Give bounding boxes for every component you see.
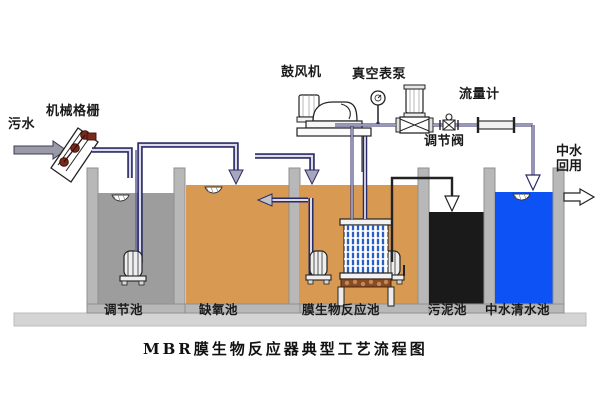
pump-flange-right (428, 117, 434, 133)
diagram-title: MBR膜生物反应器典型工艺流程图 (143, 340, 428, 358)
blower-label: 鼓风机 (281, 65, 322, 80)
outlet-label-line1: 中水 (556, 144, 583, 159)
tank-wall-right-anoxic (288, 167, 301, 314)
tank-sludge-tank (428, 167, 497, 314)
blower-skid (296, 127, 372, 137)
blower-scroll (340, 103, 351, 120)
submersible-pump-mbr-left (305, 250, 332, 285)
recycle-arrow (256, 193, 273, 207)
flow-arrow-into-mbr (304, 169, 320, 186)
membrane-module (337, 218, 395, 307)
blower-unit (296, 94, 372, 172)
vacuum-gauge (370, 90, 386, 122)
pipe-grille-to-regulating (92, 147, 133, 178)
submersible-pump-regulating (119, 250, 147, 286)
outlet-label: 中水 回用 (556, 144, 583, 174)
tank-wall-right-clean (552, 167, 565, 314)
tank-label-anoxic-tank: 缺氧池 (199, 302, 239, 317)
tank-wall-right-mbr (417, 167, 430, 314)
flow-meter-label: 流量计 (459, 87, 500, 102)
tank-clean-water-tank (494, 167, 565, 314)
grille-rail2 (65, 136, 91, 172)
inlet-label: 污水 (8, 117, 36, 132)
pipe-mbr-to-sludge (390, 176, 460, 262)
tank-label-sludge-tank: 污泥池 (428, 302, 468, 317)
regulating-valve (439, 113, 459, 131)
membrane-body (343, 224, 389, 274)
tank-anoxic-tank (184, 167, 302, 314)
tank-water-anoxic (186, 185, 290, 306)
pipe-anoxic-to-mbr (255, 153, 320, 186)
tank-water-sludge (429, 212, 485, 306)
flow-arrow-into-clean-tank (525, 174, 541, 192)
regulating-valve-label: 调节阀 (424, 134, 465, 149)
tank-label-membrane-bioreactor-tank: 膜生物反应池 (302, 302, 381, 317)
membrane-support-left (337, 286, 345, 307)
tank-label-regulating-tank: 调节池 (104, 302, 144, 317)
pipe-regulating-to-anoxic (137, 142, 244, 263)
aeration-diffuser (340, 278, 392, 288)
flow-arrow-into-sludge (444, 195, 460, 213)
flow-meter-body (477, 120, 515, 130)
outlet-arrow-reuse (563, 187, 596, 207)
membrane-fibers (344, 225, 388, 273)
membrane-support-right (387, 286, 395, 307)
pump-flange-left (395, 117, 401, 133)
mechanical-grille-unit (50, 127, 99, 183)
pipe-permeate-to-clean-tank (525, 125, 541, 192)
tank-floor-clean (494, 303, 565, 314)
pump-motor-cap (403, 84, 426, 90)
vacuum-gauge-pump-label: 真空表泵 (352, 67, 407, 82)
aeration-bubbles (344, 279, 389, 287)
mechanical-grille-label: 机械格栅 (46, 104, 101, 119)
suction-pump-unit (395, 84, 434, 134)
tank-wall-left-regulating (86, 167, 99, 314)
grille-discharge (86, 132, 97, 141)
pump-motor-body (405, 87, 424, 114)
flow-arrow-into-anoxic (228, 169, 244, 186)
outlet-label-line2: 回用 (556, 158, 583, 174)
tank-label-clean-water-tank: 中水清水池 (485, 302, 551, 317)
tank-wall-right-regulating (173, 167, 186, 314)
membrane-frame-top (339, 218, 393, 226)
tank-water-clean (495, 192, 554, 306)
flow-meter (476, 117, 516, 133)
membrane-frame-bottom (339, 272, 393, 280)
tank-wall-right-sludge (483, 167, 496, 314)
blower-housing (312, 101, 358, 122)
